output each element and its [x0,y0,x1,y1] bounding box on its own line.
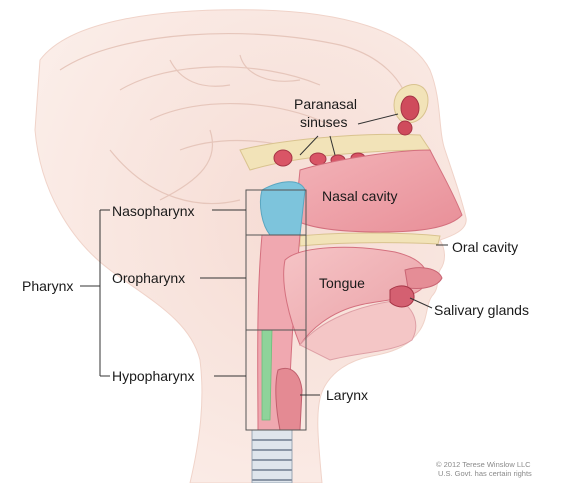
copyright-line1: © 2012 Terese Winslow LLC [436,460,531,469]
label-tongue: Tongue [319,275,365,291]
label-pharynx: Pharynx [22,278,74,294]
larynx-region [275,367,303,431]
frontal-sinus-cavity [400,95,420,121]
leader-lines [80,113,448,396]
label-oral-cavity: Oral cavity [452,239,519,255]
trachea [251,429,293,483]
label-hypopharynx: Hypopharynx [112,368,195,384]
copyright-line2: U.S. Govt. has certain rights [438,469,532,478]
label-salivary-glands: Salivary glands [434,302,529,318]
label-larynx: Larynx [326,387,369,403]
hard-palate [299,232,441,247]
hypopharynx-region [261,329,273,421]
nasal-cavity-region [294,149,463,233]
label-nasal-cavity: Nasal cavity [322,188,398,204]
frontal-sinus-cavity-small [397,120,413,136]
salivary-gland [389,285,415,308]
label-paranasal-line1: Paranasal [294,96,358,112]
label-nasopharynx: Nasopharynx [112,203,195,219]
head-silhouette [34,9,467,483]
lips [404,267,443,289]
brain-outline [59,32,411,205]
region-boxes [245,189,307,431]
label-oropharynx: Oropharynx [112,270,186,286]
label-paranasal-line2: sinuses [300,114,348,130]
lower-jaw [299,299,417,361]
